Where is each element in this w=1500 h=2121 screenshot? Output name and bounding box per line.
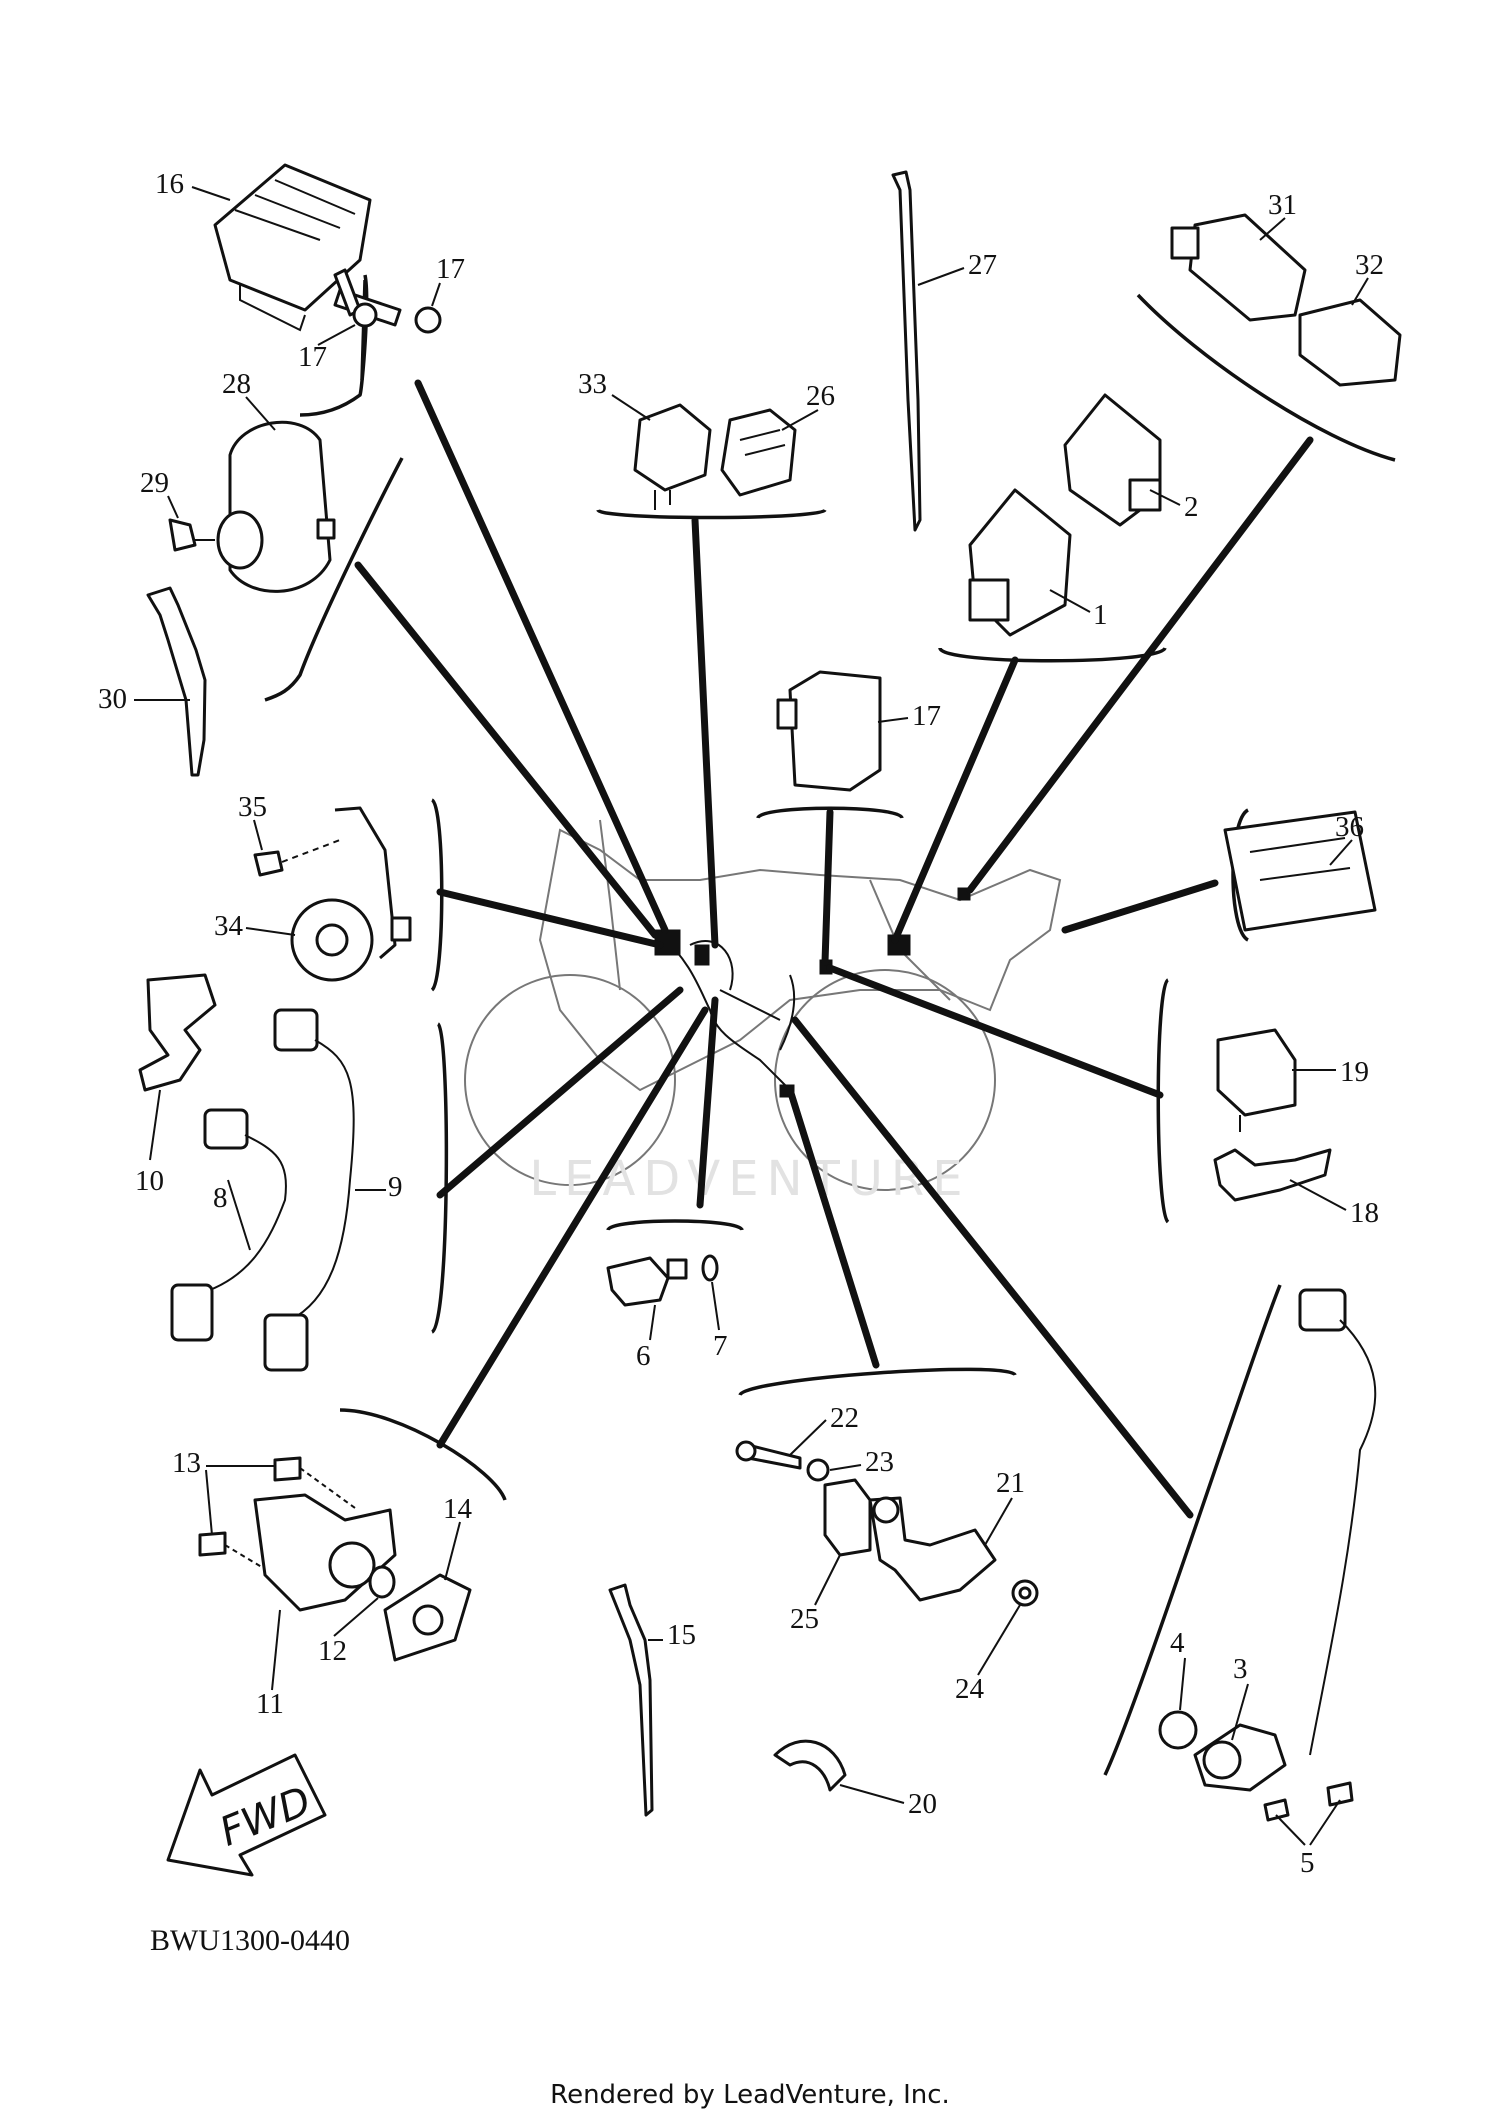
callout-29: 28 xyxy=(222,368,251,400)
render-footer: Rendered by LeadVenture, Inc. xyxy=(550,2080,950,2110)
motorcycle-outline xyxy=(464,819,1062,1191)
callout-30: 29 xyxy=(140,467,169,499)
relay-part-27 xyxy=(720,408,797,497)
wiring-harness xyxy=(654,887,971,1098)
callout-22: 21 xyxy=(996,1467,1025,1499)
washer-part-24 xyxy=(806,1458,830,1482)
screw-part-5 xyxy=(1263,1781,1354,1846)
callout-25: 24 xyxy=(955,1673,985,1705)
callout-2: 2 xyxy=(1184,491,1199,523)
module-part-18 xyxy=(776,670,882,792)
control-unit-part-2 xyxy=(1063,393,1162,527)
callout-37: 36 xyxy=(1335,811,1364,843)
bolt-part-13 xyxy=(198,1456,356,1579)
callout-labels: 16 17 17 28 29 30 33 26 27 31 32 2 1 17 … xyxy=(98,168,1384,1879)
callout-15: 15 xyxy=(667,1619,696,1651)
bolt-part-17 xyxy=(333,268,442,334)
callout-12: 12 xyxy=(318,1635,347,1667)
callout-3: 3 xyxy=(1233,1653,1248,1685)
callout-9: 9 xyxy=(388,1171,403,1203)
horn-part-35 xyxy=(290,806,412,982)
connector-part-33 xyxy=(1298,298,1402,387)
callout-pointers xyxy=(134,186,1369,1804)
forward-arrow[interactable]: FWD xyxy=(166,1753,327,1877)
block-part-26 xyxy=(823,1478,872,1557)
callout-5: 5 xyxy=(1300,1847,1315,1879)
callout-33: 32 xyxy=(1355,249,1384,281)
callout-11: 11 xyxy=(256,1688,284,1720)
nut-part-25 xyxy=(1011,1579,1039,1607)
callout-8: 8 xyxy=(213,1182,228,1214)
sensor-part-3 xyxy=(1193,1288,1377,1792)
callout-36: 35 xyxy=(238,791,267,823)
callout-19: 18 xyxy=(1350,1197,1379,1229)
clamp-part-19 xyxy=(1213,1148,1332,1202)
callout-1: 1 xyxy=(1093,599,1108,631)
sensor-part-8 xyxy=(170,1108,287,1342)
callout-7: 7 xyxy=(713,1330,728,1362)
callout-14: 14 xyxy=(443,1493,473,1525)
o-ring-part-4 xyxy=(1158,1710,1198,1750)
leader-lines xyxy=(354,379,1314,1519)
callout-26: 25 xyxy=(790,1603,819,1635)
callout-18: 17 xyxy=(912,700,941,732)
callout-35: 34 xyxy=(214,910,244,942)
bolt-part-36 xyxy=(253,839,341,877)
gasket-part-14 xyxy=(383,1573,472,1662)
callout-20: 19 xyxy=(1340,1056,1369,1088)
callout-13: 13 xyxy=(172,1447,201,1479)
callout-31: 30 xyxy=(98,683,127,715)
cable-tie-part-31 xyxy=(146,586,207,777)
brackets xyxy=(264,274,1396,1776)
washer-part-7 xyxy=(701,1254,719,1282)
clip-part-21 xyxy=(773,1739,847,1792)
relay-part-20 xyxy=(1216,1028,1297,1132)
callout-10: 10 xyxy=(135,1165,164,1197)
sensor-part-9 xyxy=(263,1008,355,1372)
cable-tie-part-28 xyxy=(891,170,922,532)
callout-23: 22 xyxy=(830,1402,859,1434)
callout-17b: 17 xyxy=(298,341,327,373)
panel-part-37 xyxy=(1223,810,1377,932)
callout-4: 4 xyxy=(1170,1627,1185,1659)
cable-tie-part-15 xyxy=(608,1583,654,1817)
sensor-part-6 xyxy=(606,1256,688,1307)
valve-part-11 xyxy=(253,1493,397,1612)
bolt-part-23 xyxy=(735,1440,802,1470)
o-ring-part-12 xyxy=(368,1565,396,1599)
callout-21: 20 xyxy=(908,1788,937,1820)
bracket-part-10 xyxy=(138,973,217,1092)
callout-34: 33 xyxy=(578,368,607,400)
callout-27: 26 xyxy=(806,380,835,412)
diagram-code: BWU1300-0440 xyxy=(150,1924,350,1957)
control-unit-part-1 xyxy=(968,488,1072,637)
callout-17a: 17 xyxy=(436,253,465,285)
callout-6: 6 xyxy=(636,1340,651,1372)
callout-16: 16 xyxy=(155,168,184,200)
callout-24: 23 xyxy=(865,1446,894,1478)
callout-32: 31 xyxy=(1268,189,1297,221)
relay-part-34 xyxy=(633,403,712,510)
horn-cover-part-29 xyxy=(216,420,336,593)
regulator-part-16 xyxy=(213,163,372,332)
connector-part-32 xyxy=(1170,213,1307,322)
callout-28: 27 xyxy=(968,249,997,281)
actuator-part-22 xyxy=(868,1496,997,1602)
clip-part-30 xyxy=(168,518,215,552)
